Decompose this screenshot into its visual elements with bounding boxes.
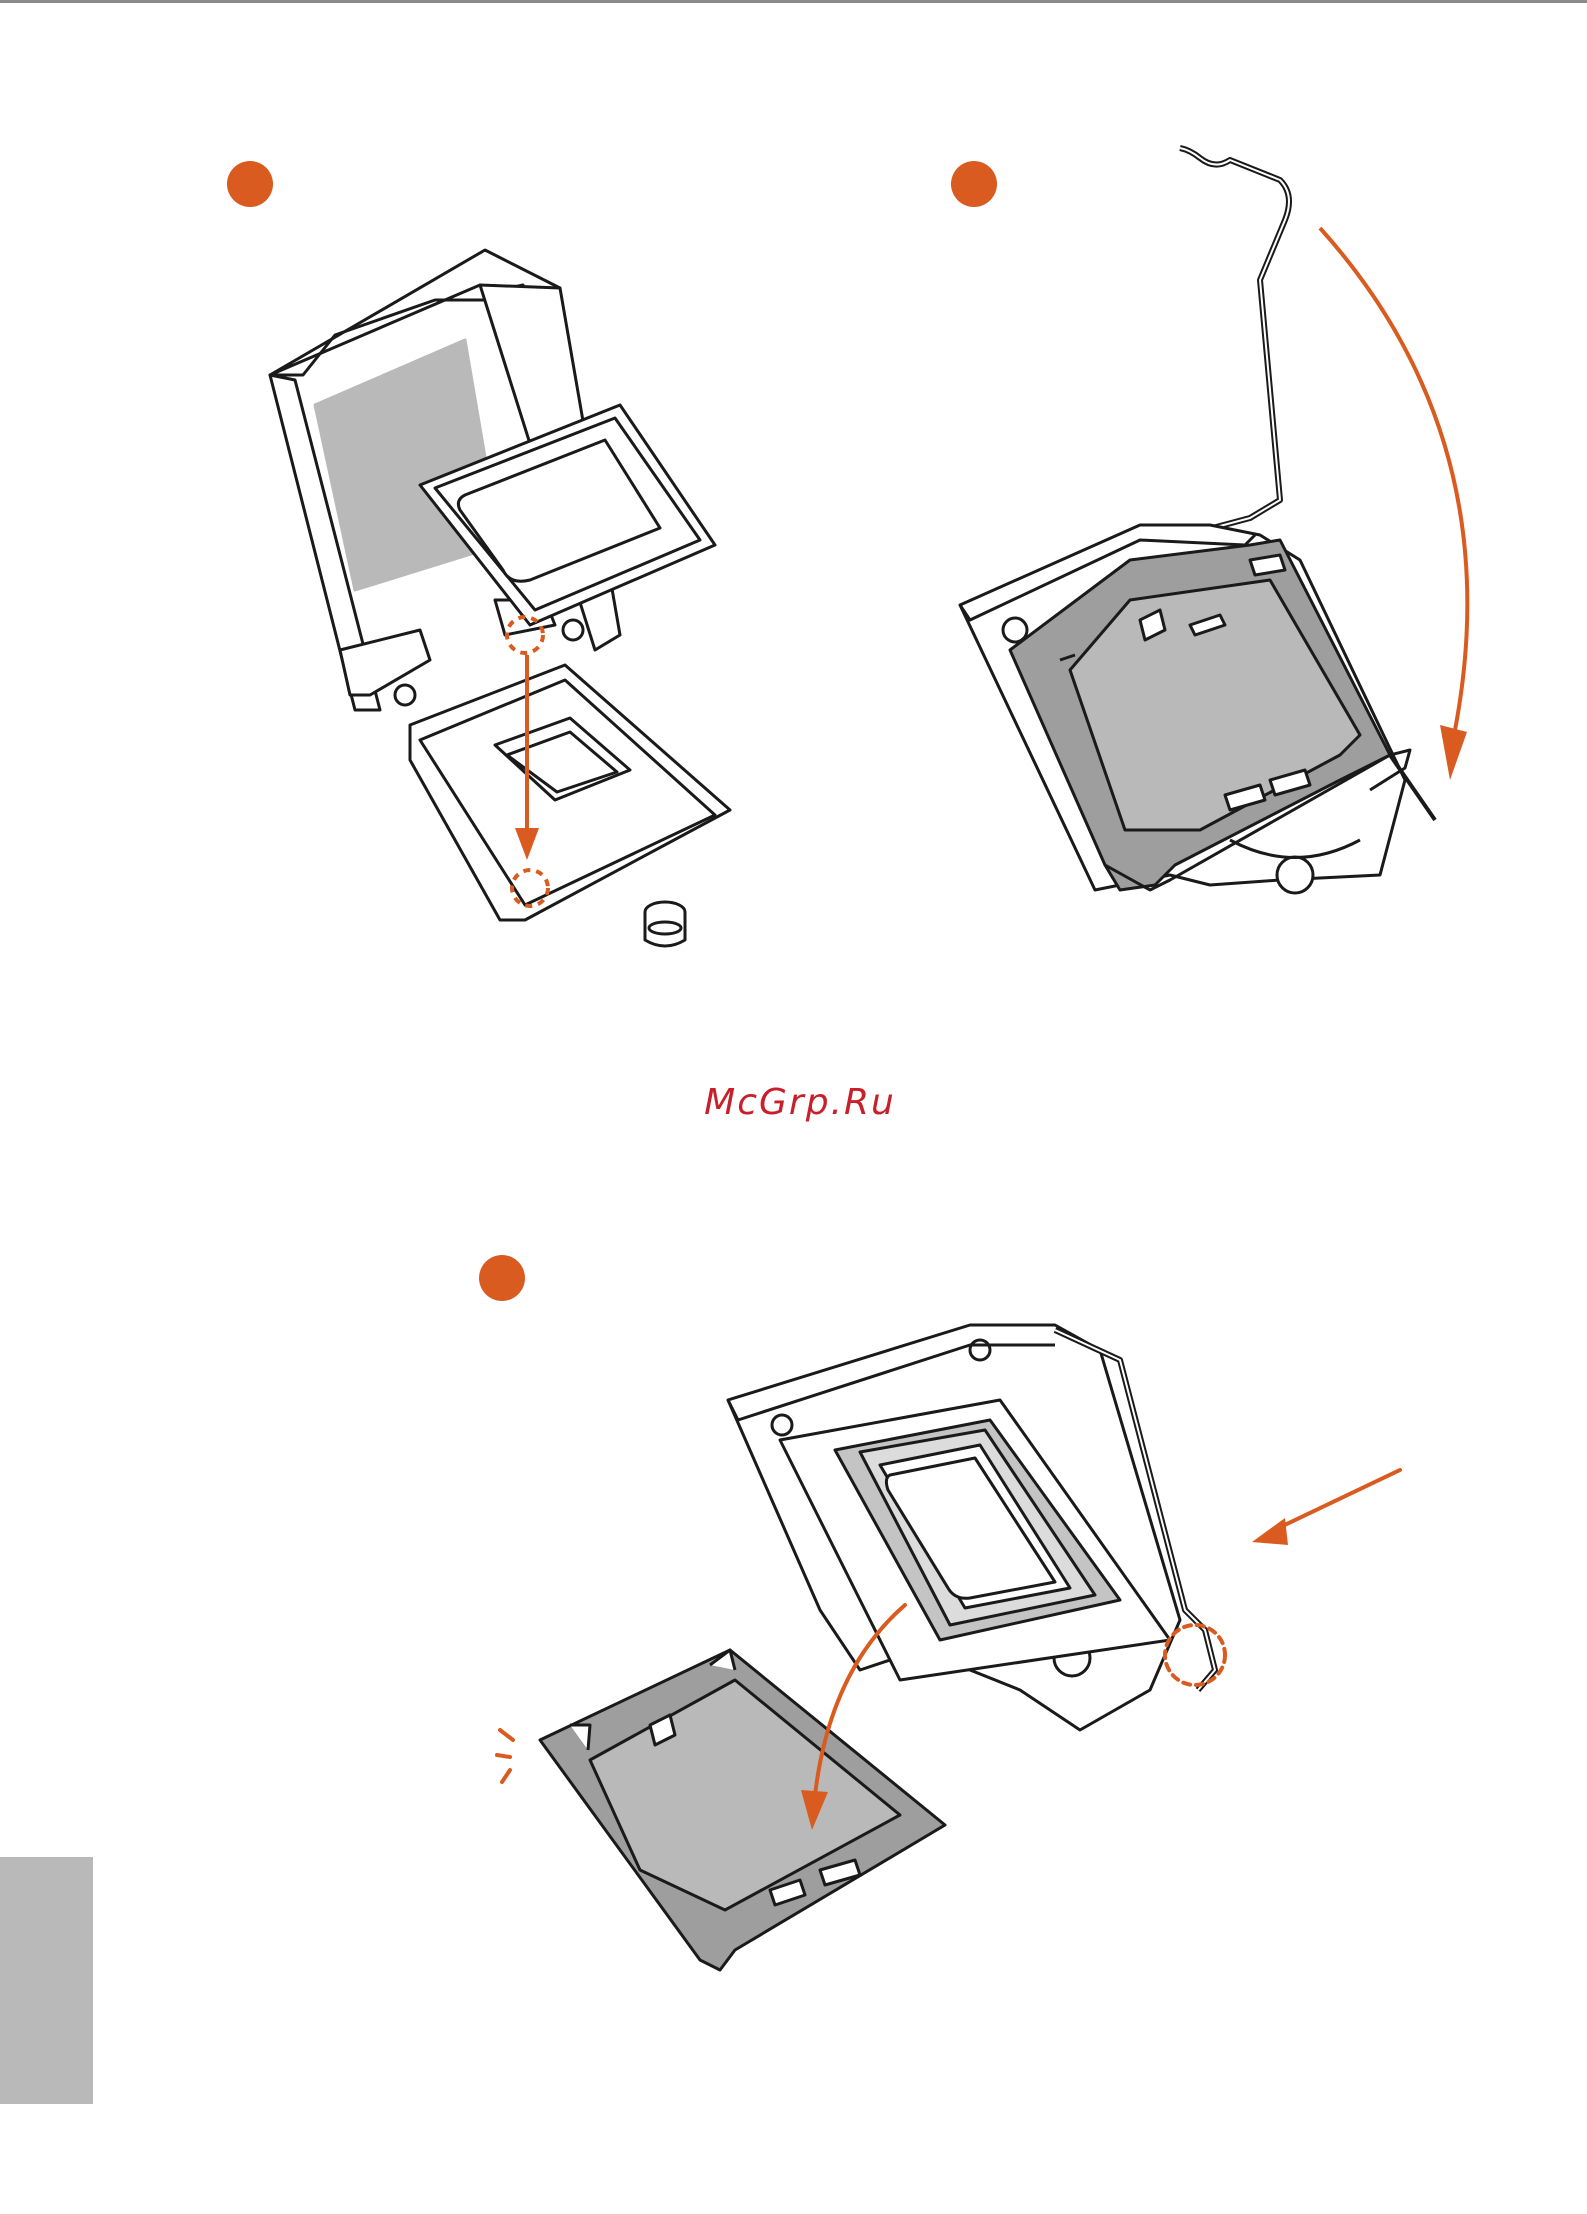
step-1-figure (255, 240, 775, 960)
step-2-figure (950, 140, 1510, 920)
step-3-figure (480, 1270, 1440, 1990)
step-1-badge (227, 161, 273, 207)
lock-lever-remove-pnp-cap-icon (480, 1270, 1440, 1990)
close-load-plate-lever-down-icon (950, 140, 1510, 920)
top-rule (0, 0, 1587, 3)
watermark-text: McGrp.Ru (0, 1082, 1587, 1123)
side-tab (0, 1857, 93, 2104)
cpu-insertion-into-socket-icon (255, 240, 775, 960)
